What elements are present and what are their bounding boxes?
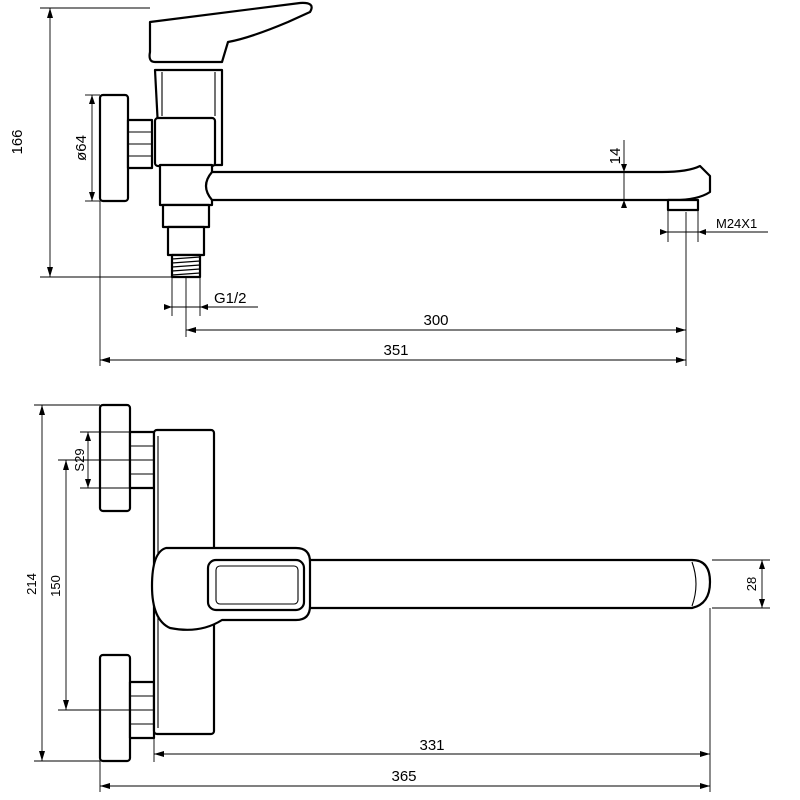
upper-wall-flange (98, 403, 132, 513)
dim-365-label: 365 (391, 768, 416, 785)
aerator (666, 198, 700, 212)
inlet-stem (166, 225, 206, 257)
dim-150-label: 150 (48, 575, 63, 597)
side-view: 166 ø64 14 M24X1 G1/2 300 (9, 1, 768, 366)
spout-top (298, 558, 712, 610)
lever-handle-cutout (206, 558, 306, 612)
lever-handle (148, 1, 313, 64)
dim-s29-label: S29 (72, 448, 87, 471)
dim-g12-label: G1/2 (214, 290, 247, 307)
inlet-connector (161, 203, 211, 229)
dim-28-label: 28 (744, 577, 759, 591)
lower-wall-flange (98, 653, 132, 763)
dim-300-label: 300 (423, 312, 448, 329)
dim-m24x1-label: M24X1 (716, 216, 757, 231)
spout (204, 164, 712, 202)
dim-351-label: 351 (383, 342, 408, 359)
dim-64-label: ø64 (73, 135, 90, 161)
dim-214-label: 214 (24, 573, 39, 595)
body-collar (153, 116, 217, 168)
inlet-thread (170, 253, 202, 279)
wall-flange (98, 93, 130, 203)
lower-body (158, 163, 214, 207)
top-view: 214 150 S29 28 331 365 (24, 403, 770, 792)
dim-14-label: 14 (607, 148, 624, 165)
dim-166-label: 166 (9, 129, 26, 154)
dim-331-label: 331 (419, 737, 444, 754)
